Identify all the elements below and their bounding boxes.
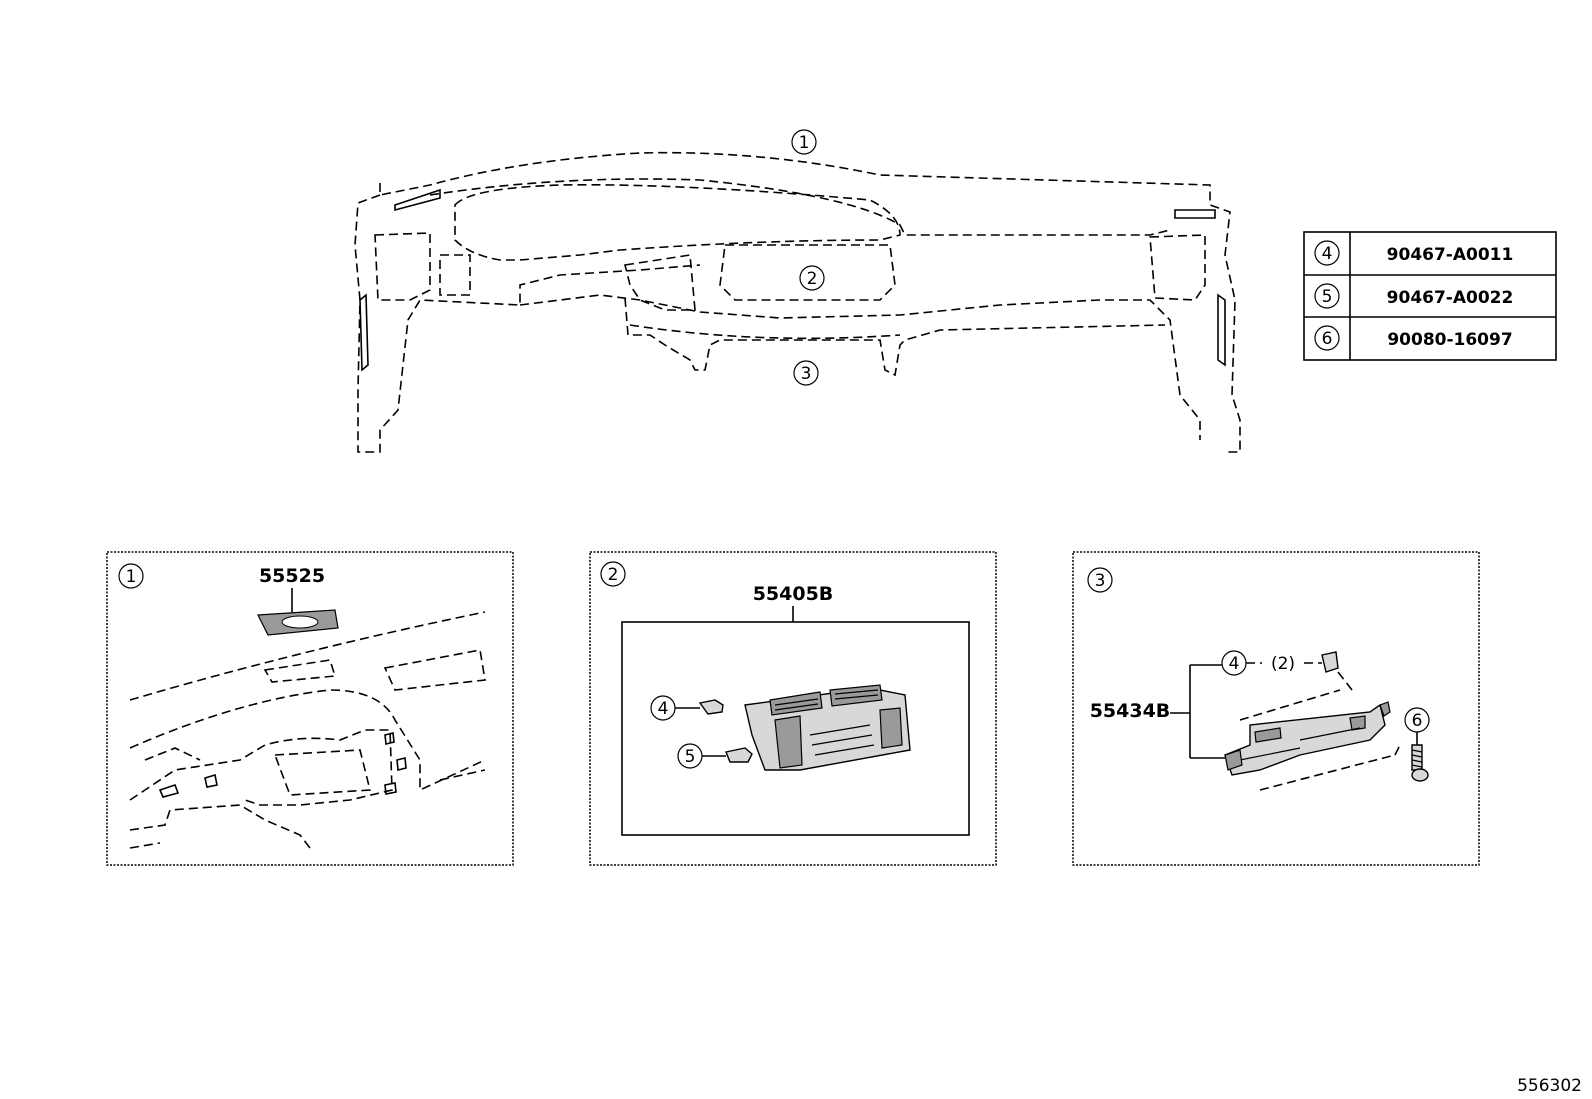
legend-part-number-5: 90467-A0022 <box>1387 288 1514 308</box>
lower-panel-part <box>1224 701 1391 776</box>
overview-callout-1: 1 <box>791 129 817 155</box>
panel3-clip4-callout: 4 <box>1229 654 1240 674</box>
legend-part-number-6: 90080-16097 <box>1387 330 1512 350</box>
panel3-part-number: 55434B <box>1090 700 1171 722</box>
legend-key-4: 4 <box>1322 244 1333 264</box>
diagram-id: 556302 <box>1517 1076 1582 1096</box>
center-register-assembly <box>744 684 911 771</box>
svg-text:1: 1 <box>799 133 810 153</box>
panel1-callout: 1 <box>126 567 137 587</box>
part-number-legend: 4 90467-A0011 5 90467-A0022 6 90080-1609… <box>1303 231 1557 361</box>
overview-callout-3: 3 <box>793 360 819 386</box>
legend-key-5: 5 <box>1322 287 1333 307</box>
svg-text:2: 2 <box>807 269 818 289</box>
panel1-part-number: 55525 <box>259 565 325 587</box>
legend-key-6: 6 <box>1322 329 1333 349</box>
detail-panel-2: 2 55405B 4 5 <box>589 551 997 866</box>
panel2-clip4-callout: 4 <box>658 699 669 719</box>
dashboard-overview <box>354 151 1241 453</box>
panel3-screw6-callout: 6 <box>1412 711 1423 731</box>
panel2-part-number: 55405B <box>753 583 834 605</box>
panel2-clip5-callout: 5 <box>685 747 696 767</box>
panel3-callout: 3 <box>1095 571 1106 591</box>
panel2-callout: 2 <box>608 565 619 585</box>
overview-callout-2: 2 <box>799 265 825 291</box>
svg-text:3: 3 <box>801 364 812 384</box>
detail-panel-1: 1 55525 <box>106 551 514 866</box>
detail-panel-3: 3 55434B 4 (2) 6 <box>1072 551 1480 866</box>
panel3-clip4-qty: (2) <box>1271 654 1295 674</box>
legend-part-number-4: 90467-A0011 <box>1387 245 1514 265</box>
